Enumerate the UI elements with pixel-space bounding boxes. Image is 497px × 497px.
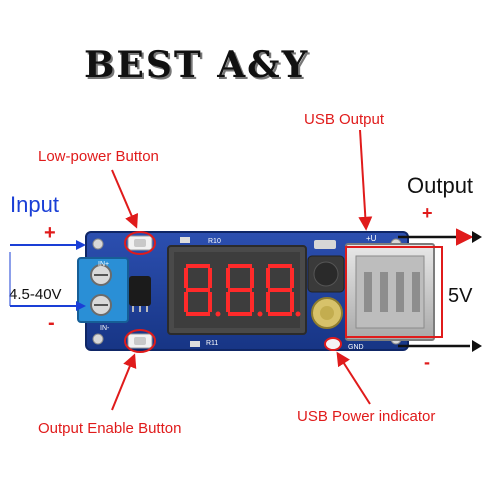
output-plus-sign: + xyxy=(422,203,433,223)
usb-output-label: USB Output xyxy=(304,111,385,128)
pin-in-plus: IN+ xyxy=(98,261,109,268)
pin-gnd: GND xyxy=(348,344,364,351)
mount-hole xyxy=(92,333,104,345)
low-power-button-label: Low-power Button xyxy=(38,148,159,165)
input-minus-sign: - xyxy=(48,312,55,334)
usb-power-indicator-led xyxy=(324,337,342,351)
transistor xyxy=(129,276,151,306)
digit-3 xyxy=(266,264,301,317)
digit-2 xyxy=(226,264,263,317)
output-minus-sign: - xyxy=(424,352,430,372)
silk-r10: R10 xyxy=(208,238,221,245)
digit-1 xyxy=(184,264,221,317)
input-label: Input xyxy=(10,192,59,217)
input-voltage-range: 4.5-40V xyxy=(9,286,62,303)
brand-title: BEST A&Y xyxy=(84,44,310,86)
mount-hole xyxy=(92,238,104,250)
pin-out-plus: +U xyxy=(366,234,377,243)
output-enable-button-label: Output Enable Button xyxy=(38,420,182,437)
pin-in-minus: IN- xyxy=(100,325,110,332)
input-plus-sign: + xyxy=(44,222,56,244)
usb-power-indicator-label: USB Power indicator xyxy=(297,408,436,425)
output-voltage-label: 5V xyxy=(448,285,473,307)
output-label: Output xyxy=(407,173,474,198)
silk-r11: R11 xyxy=(206,340,218,347)
